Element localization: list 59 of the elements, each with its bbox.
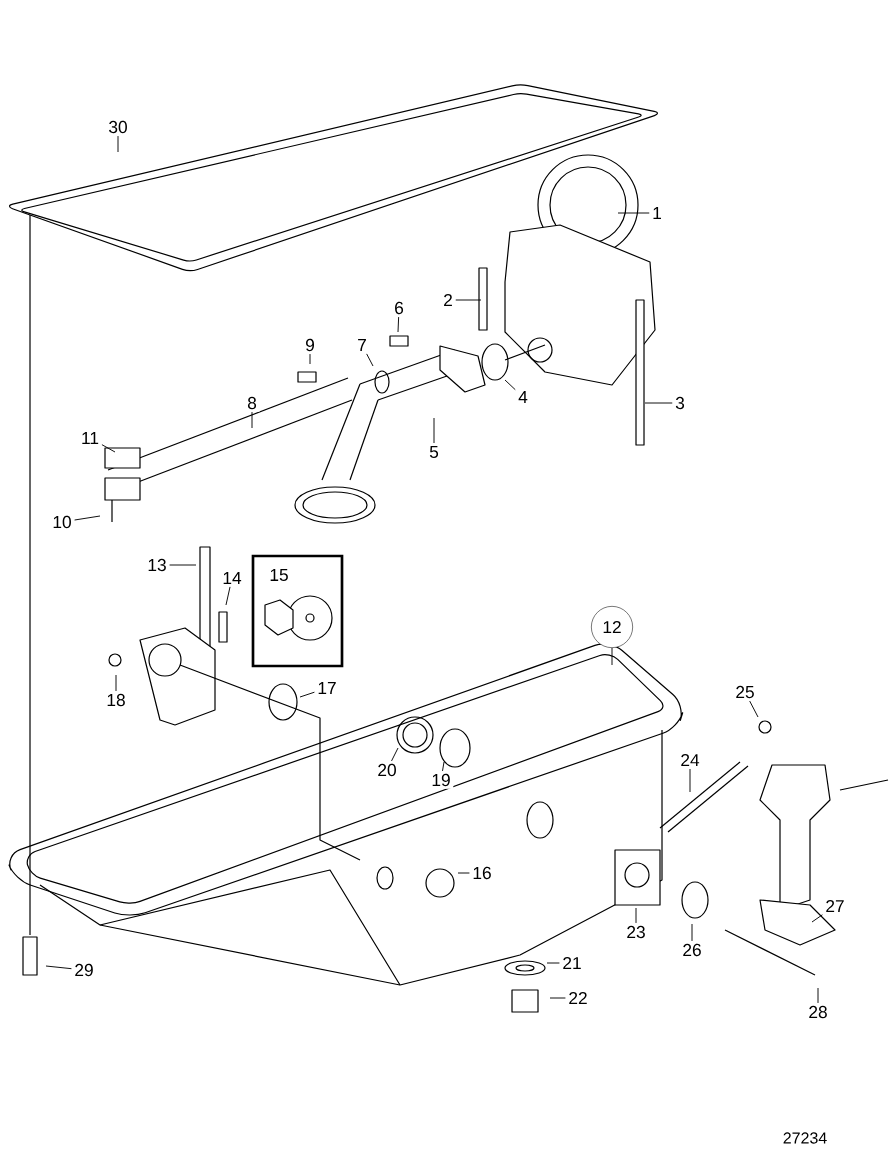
callout-number: 27: [822, 897, 848, 915]
detail-frame: 15: [251, 554, 344, 668]
leader-line: [366, 353, 374, 367]
leader-line: [117, 135, 119, 153]
callout-number: 7: [354, 336, 370, 354]
callout-number: 2: [440, 291, 456, 309]
drawing-number: 27234: [783, 1132, 827, 1144]
callout-number: 13: [144, 556, 170, 574]
leader-line: [391, 747, 399, 762]
leader-line: [811, 914, 823, 923]
callout-number: 21: [559, 954, 585, 972]
callout-number: 11: [78, 429, 102, 447]
callout-number: 19: [428, 771, 454, 789]
leader-line: [504, 379, 516, 391]
callout-number: 20: [374, 761, 400, 779]
callout-number: 17: [314, 679, 340, 697]
leader-line: [455, 299, 482, 301]
callout-number: 3: [672, 394, 688, 412]
leader-line: [45, 965, 72, 970]
callout-number: 16: [469, 864, 495, 882]
callout-number: 28: [805, 1003, 831, 1021]
leader-line: [101, 444, 116, 453]
leader-line: [549, 997, 566, 999]
leader-line: [457, 872, 470, 874]
leader-line: [644, 402, 673, 404]
leader-line: [611, 647, 613, 666]
callout-number: 26: [679, 941, 705, 959]
callout-number: 14: [219, 569, 245, 587]
leader-line: [749, 700, 759, 718]
callout-number: 22: [565, 989, 591, 1007]
leader-line: [225, 586, 231, 606]
leader-line: [689, 768, 691, 793]
leader-line: [115, 674, 117, 692]
callout-number: 6: [391, 299, 407, 317]
leader-line: [442, 761, 445, 772]
leader-line: [397, 316, 400, 333]
leader-line: [309, 353, 311, 365]
callout-number: 24: [677, 751, 703, 769]
callout-number: 8: [244, 394, 260, 412]
leader-line: [617, 212, 650, 214]
leader-line: [74, 515, 101, 521]
callout-number: 18: [103, 691, 129, 709]
callout-number: 23: [623, 923, 649, 941]
callout-number: 10: [49, 513, 75, 531]
leader-line: [817, 987, 819, 1004]
callout-number: 29: [71, 961, 97, 979]
leader-line: [433, 417, 435, 444]
callout-number: 9: [302, 336, 318, 354]
callout-number: 4: [515, 388, 531, 406]
callout-number: 5: [426, 443, 442, 461]
leader-line: [251, 411, 253, 429]
callout-number: 30: [105, 118, 131, 136]
leader-line: [691, 923, 693, 942]
leader-line: [546, 962, 560, 964]
leader-line: [635, 907, 637, 924]
leader-line: [169, 564, 197, 566]
leader-line: [299, 691, 315, 698]
callout-number: 25: [732, 683, 758, 701]
callout-number: 1: [649, 204, 665, 222]
